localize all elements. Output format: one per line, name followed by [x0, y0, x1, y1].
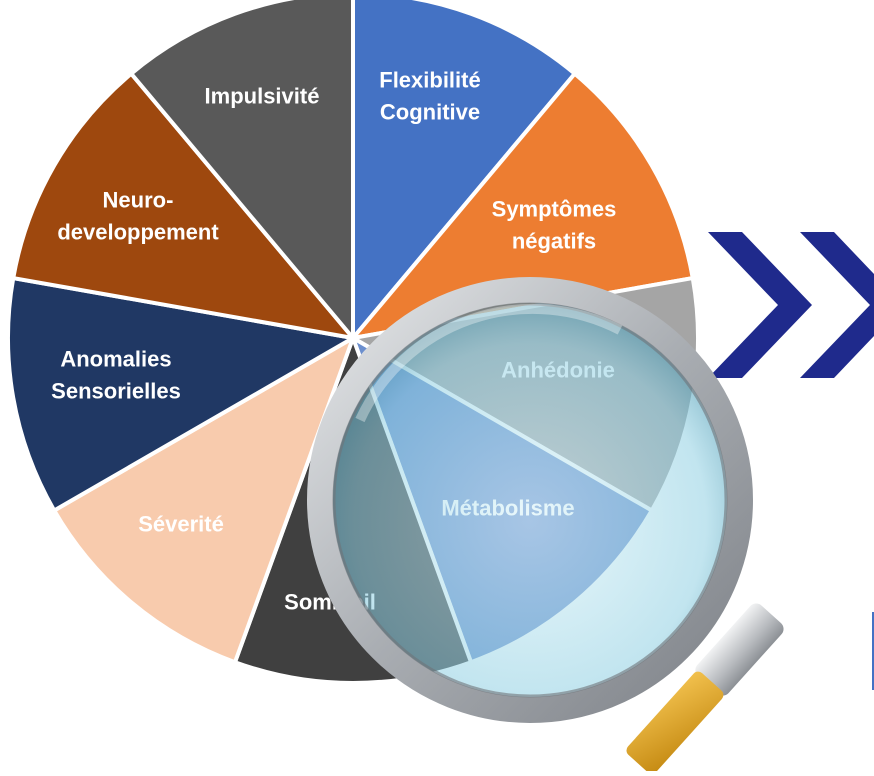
slice-severite — [51, 333, 357, 665]
slice-neurodeveloppement — [10, 70, 359, 341]
slice-flexibilite-cognitive — [351, 0, 578, 344]
label-neurodeveloppement: Neuro-developpement — [57, 188, 219, 245]
label-impulsivite: Impulsivité — [205, 84, 320, 109]
slice-symptomes-negatifs — [347, 70, 696, 341]
magnifying-glass-icon — [307, 277, 784, 774]
double-chevron-right-icon — [708, 232, 874, 378]
edge-bar — [872, 612, 874, 690]
slice-impulsivite — [128, 0, 355, 344]
wheel-labels: FlexibilitéCognitiveSymptômesnégatifsAnh… — [51, 68, 616, 615]
label-severite: Séverité — [138, 512, 224, 537]
slice-anomalies-sensorielles — [6, 275, 359, 514]
